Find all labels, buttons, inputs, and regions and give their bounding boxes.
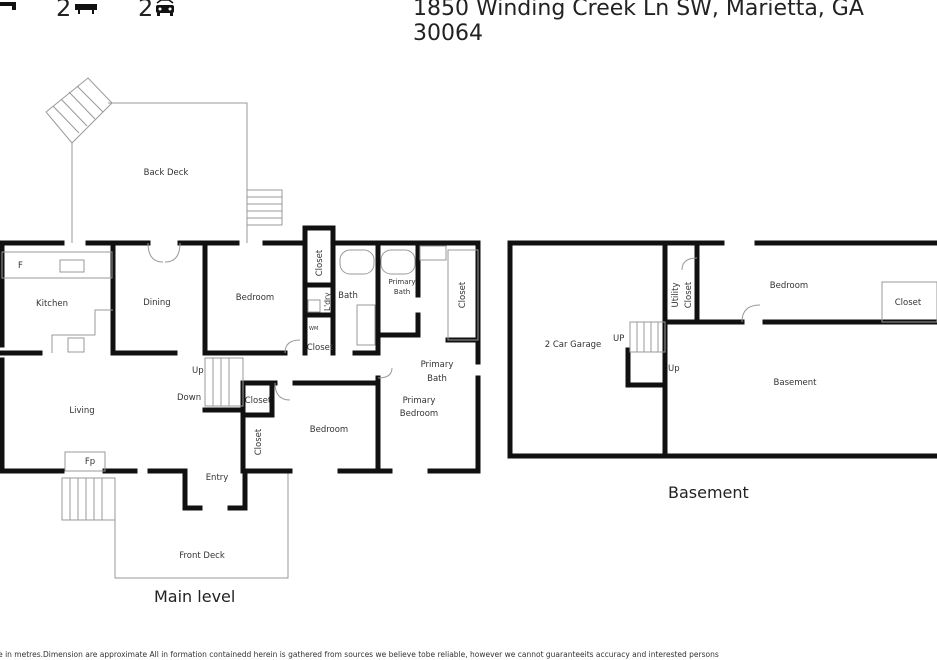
label-laundry: L'dry <box>323 292 332 311</box>
label-bedroom-1: Bedroom <box>236 293 274 303</box>
label-basement-closet: Closet <box>895 298 922 308</box>
label-up-2: Up <box>668 364 680 374</box>
label-front-deck: Front Deck <box>179 551 225 561</box>
label-back-deck: Back Deck <box>144 168 189 178</box>
label-bedroom-2: Bedroom <box>310 425 348 435</box>
property-address: 1850 Winding Creek Ln SW, Marietta, GA 3… <box>413 0 864 46</box>
label-closet-5: Closet <box>254 428 264 455</box>
label-primary-bath-small-1: Primary <box>388 278 415 286</box>
bed-icon <box>0 2 16 10</box>
label-primary-bath-1: Primary <box>421 360 454 370</box>
label-primary-bedroom-2: Bedroom <box>400 409 438 419</box>
bath-count: 2 <box>56 0 72 22</box>
label-closet-4: Closet <box>245 396 272 406</box>
car-icon <box>156 0 174 16</box>
label-kitchen: Kitchen <box>36 299 68 309</box>
basement-walls <box>507 240 937 459</box>
bathtub-icon <box>75 4 97 14</box>
label-primary-bath-small-2: Bath <box>394 288 410 296</box>
label-utility-2: Closet <box>684 281 694 308</box>
main-level-walls <box>0 225 481 511</box>
label-bath: Bath <box>338 291 358 301</box>
label-dining: Dining <box>143 298 170 308</box>
basement-title: Basement <box>668 483 749 502</box>
label-closet-1: Closet <box>315 249 325 276</box>
label-down: Down <box>177 393 201 403</box>
label-closet-2: Closet <box>458 281 468 308</box>
main-level-fixtures <box>1 242 479 472</box>
front-deck <box>61 471 289 579</box>
garage-count: 2 <box>138 0 154 22</box>
main-level-title: Main level <box>154 587 236 606</box>
disclaimer: le in metres.Dimension are approximate A… <box>0 650 719 659</box>
label-utility-1: Utility <box>671 282 681 307</box>
label-primary-bath-2: Bath <box>427 374 447 384</box>
label-entry: Entry <box>206 473 229 483</box>
label-garage: 2 Car Garage <box>545 340 602 350</box>
label-up-1: UP <box>613 334 624 344</box>
label-closet-3: Closet <box>307 343 334 353</box>
label-primary-bedroom-1: Primary <box>403 396 436 406</box>
label-wm: WM <box>309 326 318 332</box>
label-up: Up <box>192 366 204 376</box>
label-basement-bedroom: Bedroom <box>770 281 808 291</box>
label-fridge: F <box>18 261 23 271</box>
label-fireplace: Fp <box>85 457 95 467</box>
label-living: Living <box>69 406 94 416</box>
back-deck <box>45 77 283 243</box>
label-basement: Basement <box>774 378 818 388</box>
floor-plan: Back Deck F Kitchen Dining Bedroom Close… <box>0 77 937 579</box>
